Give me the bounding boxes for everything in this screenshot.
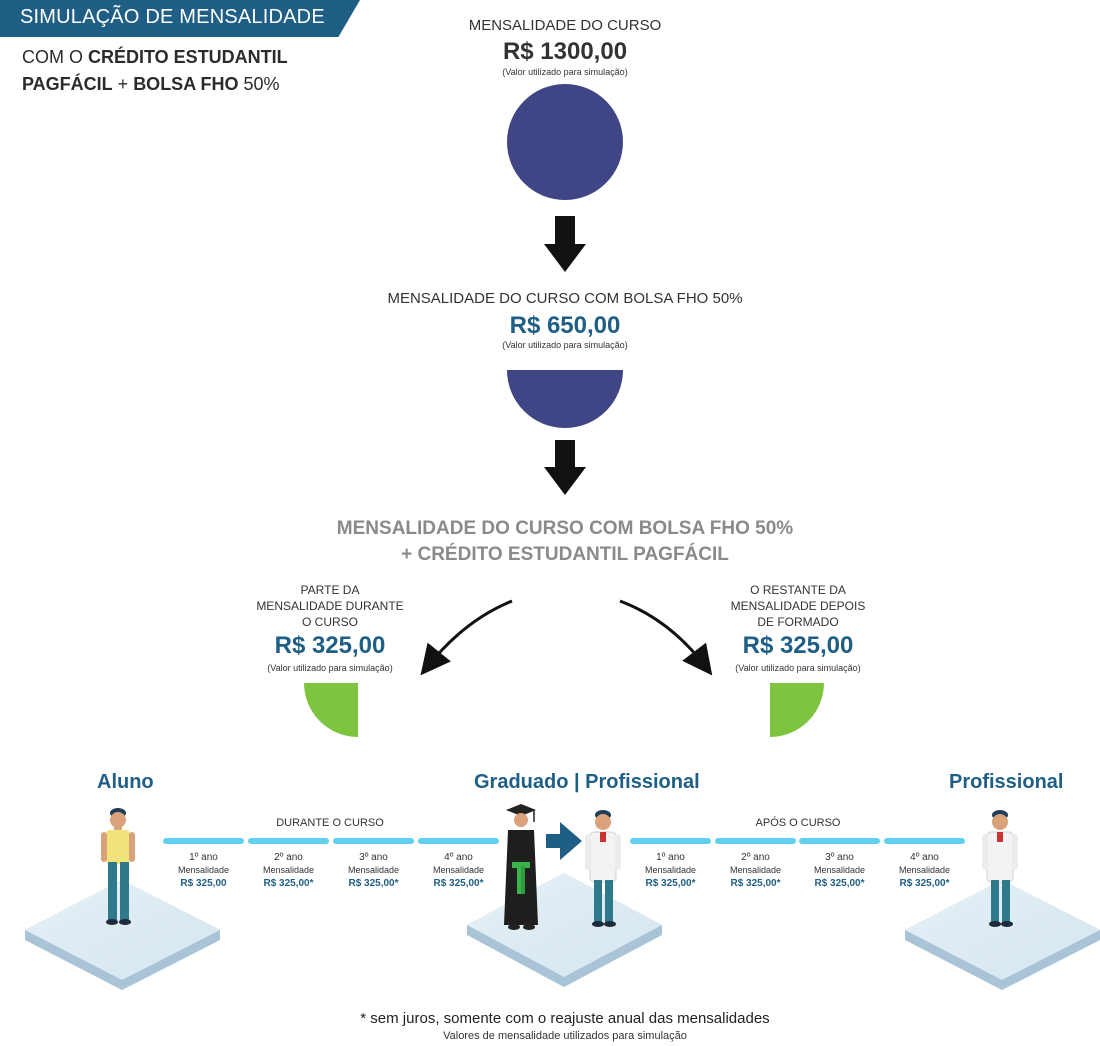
year-label: 3º ano — [825, 852, 854, 863]
banner-title: SIMULAÇÃO DE MENSALIDADE — [20, 6, 325, 28]
platform-profissional — [905, 880, 1100, 990]
platform-aluno — [25, 880, 220, 990]
year-caption: Mensalidade — [432, 865, 485, 875]
quarter-right — [770, 683, 824, 737]
split-right-note: (Valor utilizado para simulação) — [735, 663, 861, 673]
year-label: 4º ano — [910, 852, 939, 863]
year-after-1: 1º ano Mensalidade R$ 325,00* — [630, 851, 711, 890]
split-right-caption: O RESTANTE DA MENSALIDADE DEPOIS DE FORM… — [698, 582, 898, 630]
year-during-2: 2º ano Mensalidade R$ 325,00* — [248, 851, 329, 890]
year-label: 4º ano — [444, 852, 473, 863]
year-amount: R$ 325,00* — [263, 878, 314, 889]
subtitle-pct: 50% — [238, 74, 280, 94]
step3-line1: MENSALIDADE DO CURSO COM BOLSA FHO 50% — [336, 518, 794, 539]
step2-caption: MENSALIDADE DO CURSO COM BOLSA FHO 50% — [387, 290, 743, 307]
down-arrow-1 — [544, 216, 586, 272]
curved-arrow-right — [619, 599, 713, 676]
split-left-value: R$ 325,00 — [274, 632, 386, 659]
split-right-line3: DE FORMADO — [757, 615, 839, 629]
year-after-3: 3º ano Mensalidade R$ 325,00* — [799, 851, 880, 890]
step3-heading: MENSALIDADE DO CURSO COM BOLSA FHO 50% +… — [265, 516, 865, 568]
split-left-note: (Valor utilizado para simulação) — [267, 663, 393, 673]
persona-aluno: Aluno — [97, 771, 154, 793]
year-amount: R$ 325,00 — [180, 878, 227, 889]
year-amount: R$ 325,00* — [899, 878, 950, 889]
year-during-3: 3º ano Mensalidade R$ 325,00* — [333, 851, 414, 890]
persona-profissional: Profissional — [949, 771, 1064, 793]
year-label: 1º ano — [656, 852, 685, 863]
year-amount: R$ 325,00* — [814, 878, 865, 889]
title-banner — [0, 0, 360, 37]
year-caption: Mensalidade — [644, 865, 697, 875]
subtitle-plus: + — [112, 74, 134, 94]
persona-graduado: Graduado | Profissional — [474, 771, 700, 793]
year-after-2: 2º ano Mensalidade R$ 325,00* — [715, 851, 796, 890]
quarter-left — [304, 683, 358, 737]
year-during-4: 4º ano Mensalidade R$ 325,00* — [418, 851, 499, 890]
split-left-line3: O CURSO — [301, 615, 358, 629]
subtitle: COM O CRÉDITO ESTUDANTIL PAGFÁCIL + BOLS… — [22, 44, 288, 98]
subtitle-pagfacil: PAGFÁCIL — [22, 74, 113, 94]
year-label: 3º ano — [359, 852, 388, 863]
split-right-line1: O RESTANTE DA — [750, 583, 846, 597]
step1-value: R$ 1300,00 — [502, 38, 628, 65]
year-caption: Mensalidade — [898, 865, 951, 875]
year-caption: Mensalidade — [729, 865, 782, 875]
step2-note: (Valor utilizado para simulação) — [502, 340, 628, 350]
step1-caption: MENSALIDADE DO CURSO — [468, 17, 662, 34]
timeline-after — [630, 838, 965, 844]
step1-note: (Valor utilizado para simulação) — [502, 67, 628, 77]
year-amount: R$ 325,00* — [645, 878, 696, 889]
subtitle-bolsa: BOLSA FHO — [133, 74, 239, 94]
year-amount: R$ 325,00* — [730, 878, 781, 889]
split-right-line2: MENSALIDADE DEPOIS — [730, 599, 866, 613]
platform-graduado — [467, 873, 662, 987]
split-left-line2: MENSALIDADE DURANTE — [256, 599, 404, 613]
split-left-caption: PARTE DA MENSALIDADE DURANTE O CURSO — [230, 582, 430, 630]
year-caption: Mensalidade — [262, 865, 315, 875]
professional-figure-center — [585, 810, 621, 927]
full-fee-circle — [507, 84, 623, 200]
year-label: 2º ano — [274, 852, 303, 863]
footer-note: * sem juros, somente com o reajuste anua… — [360, 1010, 770, 1027]
year-amount: R$ 325,00* — [433, 878, 484, 889]
year-label: 2º ano — [741, 852, 770, 863]
subtitle-credit: CRÉDITO ESTUDANTIL — [88, 47, 288, 67]
year-caption: Mensalidade — [813, 865, 866, 875]
year-caption: Mensalidade — [347, 865, 400, 875]
curved-arrow-left — [420, 599, 513, 676]
timeline-during — [163, 838, 499, 844]
year-caption: Mensalidade — [177, 865, 230, 875]
split-left-line1: PARTE DA — [300, 583, 360, 597]
subtitle-prefix: COM O — [22, 47, 88, 67]
year-amount: R$ 325,00* — [348, 878, 399, 889]
half-fee-semicircle — [507, 370, 623, 428]
split-right-value: R$ 325,00 — [742, 632, 854, 659]
professional-figure-right — [982, 810, 1018, 927]
student-figure — [101, 808, 135, 925]
timeline-after-label: APÓS O CURSO — [755, 817, 841, 829]
down-arrow-2 — [544, 440, 586, 495]
step2-value: R$ 650,00 — [509, 312, 621, 339]
footer-subnote: Valores de mensalidade utilizados para s… — [443, 1030, 687, 1042]
timeline-during-label: DURANTE O CURSO — [276, 817, 384, 829]
year-during-1: 1º ano Mensalidade R$ 325,00 — [163, 851, 244, 890]
year-label: 1º ano — [189, 852, 218, 863]
graduate-figure — [504, 804, 538, 930]
transition-arrow — [546, 822, 582, 860]
step3-line2: + CRÉDITO ESTUDANTIL PAGFÁCIL — [401, 544, 729, 565]
year-after-4: 4º ano Mensalidade R$ 325,00* — [884, 851, 965, 890]
